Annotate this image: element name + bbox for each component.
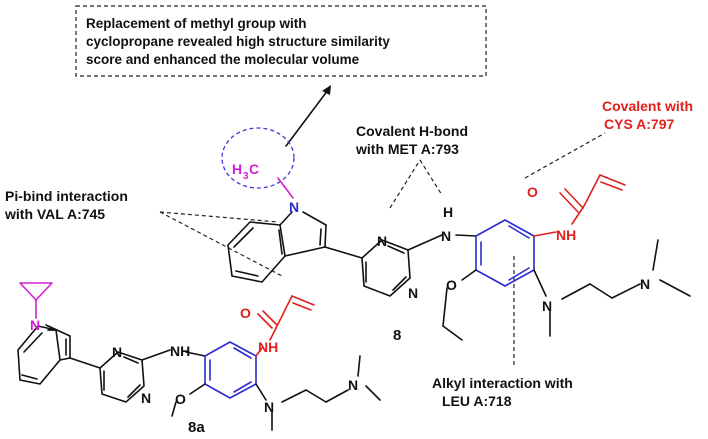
methyl-highlight-ellipse bbox=[221, 127, 295, 189]
note-box bbox=[75, 5, 487, 77]
atom-amide-o: O bbox=[527, 184, 538, 200]
label-alkyl-leu-1: Alkyl interaction with bbox=[432, 375, 573, 391]
atom-methyl-3: 3 bbox=[243, 171, 249, 182]
label-covalent-cys-2: CYS A:797 bbox=[604, 116, 675, 132]
atom-pyrimidine-n2: N bbox=[408, 285, 418, 301]
note-line-2: cyclopropane revealed high structure sim… bbox=[86, 34, 390, 49]
atom-nh-n: N bbox=[441, 228, 451, 244]
atom-8a-side-n1: N bbox=[264, 399, 274, 415]
callout-arrowhead bbox=[322, 85, 331, 95]
compound-8-structure bbox=[227, 174, 691, 341]
atom-methyl-c: C bbox=[249, 161, 259, 177]
label-pi-val-1: Pi-bind interaction bbox=[5, 188, 128, 204]
label-hbond-met-2: with MET A:793 bbox=[355, 141, 459, 157]
compound-8a-structure bbox=[17, 282, 381, 431]
label-covalent-cys-1: Covalent with bbox=[602, 98, 693, 114]
atom-nh-h: H bbox=[443, 204, 453, 220]
atom-amide-nh: NH bbox=[556, 227, 576, 243]
atom-indole-n: N bbox=[289, 199, 299, 215]
atom-side-n2: N bbox=[640, 276, 650, 292]
note-line-1: Replacement of methyl group with bbox=[86, 16, 307, 31]
atom-methyl-h: H bbox=[232, 161, 242, 177]
atom-8a-indole-n: N bbox=[30, 317, 40, 333]
label-hbond-met-1: Covalent H-bond bbox=[356, 123, 468, 139]
atom-8a-amide-o: O bbox=[240, 305, 251, 321]
atom-8a-side-n2: N bbox=[348, 377, 358, 393]
atom-ome-o: O bbox=[446, 277, 457, 293]
label-pi-val-2: with VAL A:745 bbox=[4, 206, 105, 222]
interaction-dashes bbox=[159, 132, 606, 365]
atom-8a-ome-o: O bbox=[175, 391, 186, 407]
atom-8a-nh: NH bbox=[170, 343, 190, 359]
atom-pyrimidine-n1: N bbox=[377, 233, 387, 249]
callout-arrow bbox=[285, 89, 329, 147]
atom-8a-amide-nh: NH bbox=[258, 339, 278, 355]
label-alkyl-leu-2: LEU A:718 bbox=[442, 393, 512, 409]
atom-side-n1: N bbox=[542, 298, 552, 314]
compound-label-8: 8 bbox=[393, 327, 401, 344]
atom-8a-pyrimidine-n2: N bbox=[141, 390, 151, 406]
note-line-3: score and enhanced the molecular volume bbox=[86, 52, 360, 67]
atom-8a-pyrimidine-n1: N bbox=[112, 344, 122, 360]
compound-label-8a: 8a bbox=[188, 419, 205, 436]
